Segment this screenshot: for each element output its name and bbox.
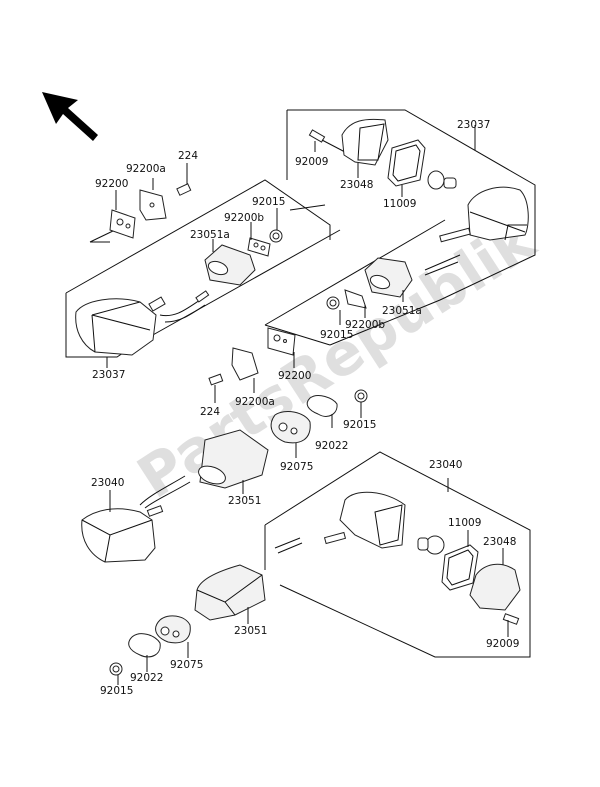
part-224-mid[interactable] [208,373,224,386]
label-92200[interactable]: 92200 [95,178,128,190]
label-92015[interactable]: 92015 [343,419,376,431]
upper-left-assembly [65,179,341,358]
label-11009[interactable]: 11009 [383,198,416,210]
label-23037[interactable]: 23037 [92,369,125,381]
part-23051a-mr[interactable] [364,257,413,298]
leader-lines-lower-left [117,607,249,685]
part-224-tl[interactable] [176,183,192,196]
label-92200[interactable]: 92200 [278,370,311,382]
label-11009[interactable]: 11009 [448,517,481,529]
upper-right-assembly [264,109,536,346]
label-23051a[interactable]: 23051a [382,305,422,317]
label-23048[interactable]: 23048 [340,179,373,191]
label-23040[interactable]: 23040 [91,477,124,489]
part-92009-br[interactable] [502,613,520,625]
turn-signal-lamp-upper-left[interactable] [75,290,210,356]
part-92075-mid[interactable] [270,411,311,444]
lower-right-assembly [264,451,531,658]
part-92015-mr[interactable] [326,296,340,310]
label-92200b[interactable]: 92200b [345,319,385,331]
turn-signal-lamp-lower-left[interactable] [81,475,191,563]
label-23051[interactable]: 23051 [234,625,267,637]
turn-signal-lamp-upper-right[interactable] [424,186,529,276]
part-92015-tl[interactable] [269,229,283,243]
label-23051a[interactable]: 23051a [190,229,230,241]
label-23048[interactable]: 23048 [483,536,516,548]
label-224[interactable]: 224 [200,406,220,418]
leader-lines-upper-left [106,163,278,368]
part-23051-low[interactable] [194,564,266,621]
part-23051a-tl[interactable] [204,244,256,286]
leader-lines-middle [214,352,362,494]
label-92075[interactable]: 92075 [280,461,313,473]
label-92200a[interactable]: 92200a [235,396,275,408]
part-23048-tr[interactable] [341,118,389,166]
part-92015-mid[interactable] [354,389,368,403]
part-92200-mid[interactable] [267,327,296,356]
part-labels: 92200a 224 92200 92015 92200b 23051a 230… [91,119,519,697]
label-224[interactable]: 224 [178,150,198,162]
label-92009[interactable]: 92009 [486,638,519,650]
front-direction-arrow-icon [42,92,98,141]
part-92015-low[interactable] [109,662,123,676]
label-92015[interactable]: 92015 [100,685,133,697]
part-23048-br[interactable] [469,563,521,611]
part-92200a-mid[interactable] [231,347,259,381]
leader-lines-lower-right [467,530,509,637]
label-92022[interactable]: 92022 [315,440,348,452]
leader-lines-upper-right [314,141,404,325]
turn-signal-lamp-lower-right[interactable] [274,491,406,554]
part-11009-br[interactable] [441,544,479,591]
part-92200b-tl[interactable] [247,237,271,257]
watermark: PartsRepublik [126,205,548,512]
part-92200-tl[interactable] [109,209,136,239]
part-92022-low[interactable] [128,633,161,658]
part-92200a-tl[interactable] [139,189,167,221]
label-92015[interactable]: 92015 [252,196,285,208]
label-92009[interactable]: 92009 [295,156,328,168]
part-23051-mid[interactable] [196,429,269,489]
label-92200a[interactable]: 92200a [126,163,166,175]
label-92200b[interactable]: 92200b [224,212,264,224]
bulb-br[interactable] [417,535,445,555]
label-92075[interactable]: 92075 [170,659,203,671]
label-92022[interactable]: 92022 [130,672,163,684]
label-23037[interactable]: 23037 [457,119,490,131]
label-23051[interactable]: 23051 [228,495,261,507]
part-92200b-mr[interactable] [344,289,367,309]
part-11009-tr[interactable] [387,139,426,187]
bulb-tr[interactable] [427,170,457,190]
label-92015[interactable]: 92015 [320,329,353,341]
part-92009-tr[interactable] [308,129,346,153]
label-23040[interactable]: 23040 [429,459,462,471]
part-92075-low[interactable] [155,615,191,644]
